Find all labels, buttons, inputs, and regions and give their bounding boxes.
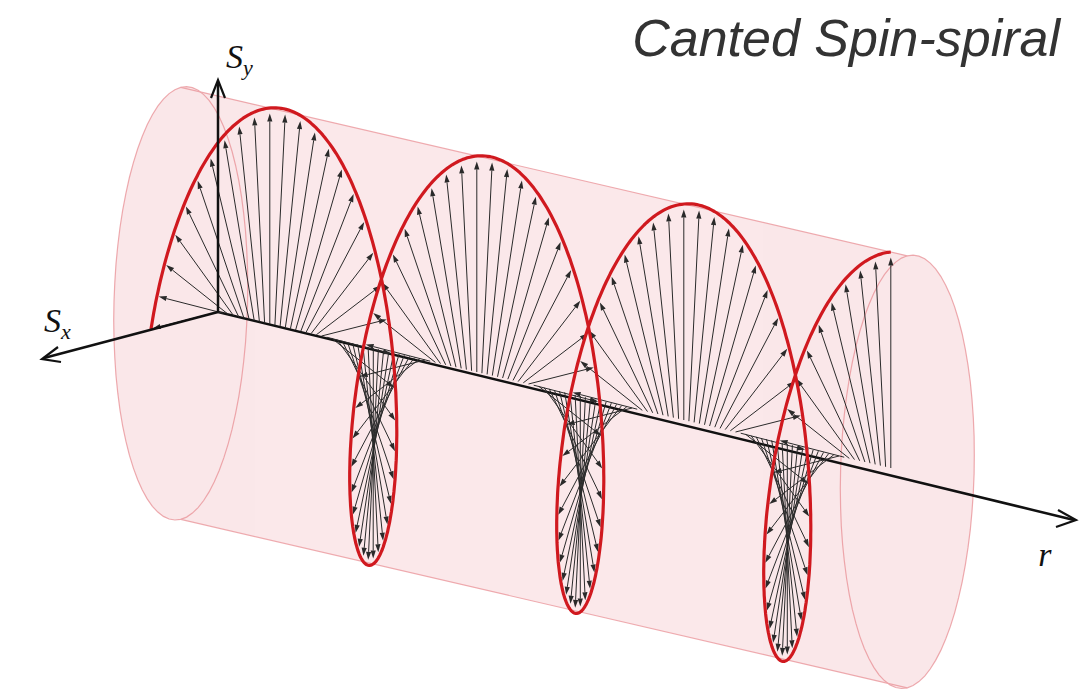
sx-axis-head	[42, 347, 61, 362]
axis-label: r⃗	[1038, 536, 1078, 573]
cylinder-end-ring	[840, 255, 974, 688]
cylinder-start-cap	[114, 87, 248, 520]
helix-curve	[151, 108, 891, 662]
cylinder-start-ring	[114, 87, 248, 520]
cylinder-fill	[114, 87, 975, 689]
spin-arrow-heads	[153, 113, 894, 655]
cylinder-end-cap	[840, 255, 974, 688]
axis-label: Sx	[44, 304, 71, 343]
r-axis-head	[1056, 510, 1076, 527]
spin-arrows	[153, 113, 894, 655]
cylinder-rings	[114, 87, 975, 689]
diagram-title: Canted Spin-spiral	[632, 8, 1060, 68]
helix-line	[151, 108, 891, 662]
sy-axis-head	[211, 80, 225, 98]
spin-arrow-shafts	[160, 121, 890, 647]
sy-axis-line	[217, 82, 220, 312]
axis-label: Sy	[226, 40, 253, 79]
